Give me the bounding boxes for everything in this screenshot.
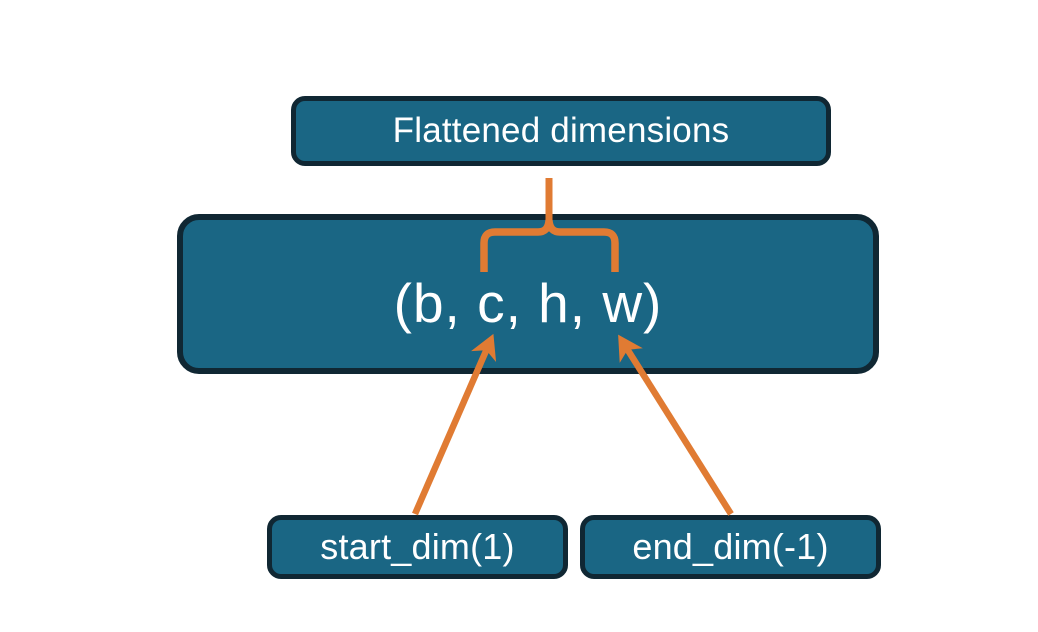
start-dim-box: start_dim(1) — [267, 515, 568, 579]
start-dim-label: start_dim(1) — [320, 526, 515, 567]
end-dim-label: end_dim(-1) — [632, 526, 829, 567]
flattened-dimensions-label: Flattened dimensions — [392, 111, 730, 150]
end-dim-box: end_dim(-1) — [580, 515, 881, 579]
tensor-shape-box: (b, c, h, w) — [177, 214, 879, 374]
tensor-shape-label: (b, c, h, w) — [393, 272, 663, 334]
flattened-dimensions-box: Flattened dimensions — [291, 96, 831, 166]
